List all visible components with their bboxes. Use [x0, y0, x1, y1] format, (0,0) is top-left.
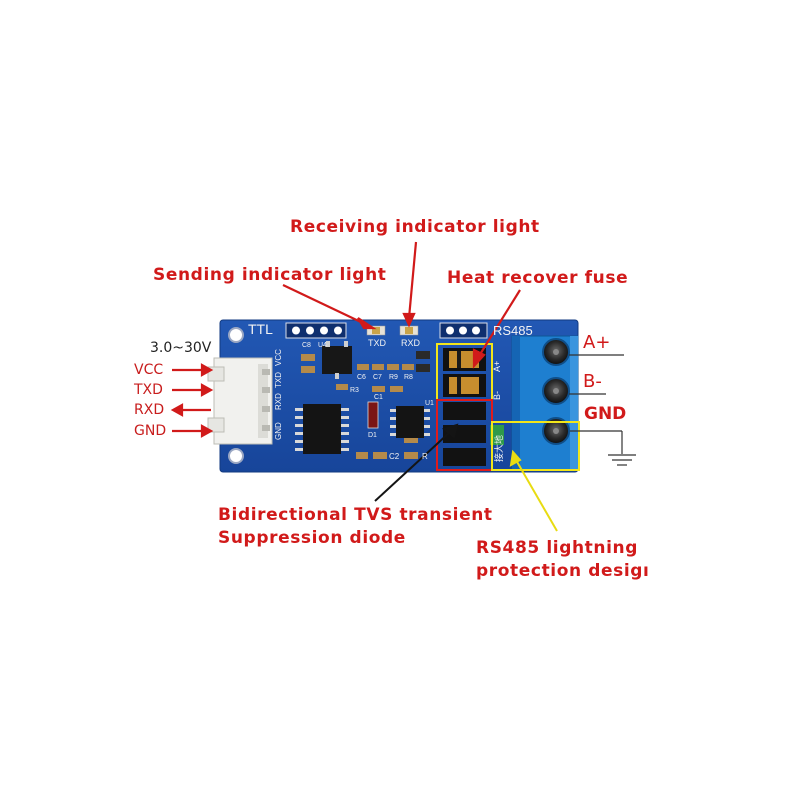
terminal-label-gnd: GND	[584, 404, 627, 424]
silk-r9: R9	[389, 374, 398, 381]
silk-r3: R3	[350, 387, 359, 394]
silk-conn-txd: TXD	[274, 372, 283, 388]
pin-label-vcc: VCC	[134, 362, 164, 378]
lightning-leader	[509, 449, 558, 532]
silk-r: R	[422, 452, 428, 461]
silk-u1: U1	[425, 400, 434, 407]
silk-earth: 接大地	[495, 434, 505, 462]
smd-row-top	[301, 351, 430, 459]
pin-label-gnd: GND	[134, 423, 167, 439]
mount-hole-tl	[228, 327, 244, 343]
callout-sending-indicator: Sending indicator light	[153, 265, 387, 285]
voltage-range-label: 3.0~30V	[150, 340, 212, 356]
regulator-u4	[322, 346, 352, 374]
callout-tvs-line2: Suppression diode	[218, 528, 406, 548]
silk-rxd: RXD	[401, 338, 421, 348]
silk-c6: C6	[357, 374, 366, 381]
silk-conn-gnd: GND	[274, 422, 283, 440]
terminal-wires	[569, 354, 624, 395]
lightning-highlight-box	[491, 421, 580, 471]
silk-ttl: TTL	[248, 321, 273, 337]
silk-c7: C7	[373, 374, 382, 381]
callout-heat-fuse: Heat recover fuse	[447, 268, 629, 288]
silk-txd: TXD	[368, 338, 386, 348]
terminal-label-b-minus: B-	[583, 371, 602, 392]
callout-tvs-line1: Bidirectional TVS transient	[218, 505, 493, 525]
callout-receiving-indicator: Receiving indicator light	[290, 217, 540, 237]
jst-connector	[207, 357, 273, 445]
mount-hole-bl	[228, 448, 244, 464]
pin-label-rxd: RXD	[134, 402, 165, 418]
tvs-diodes	[443, 402, 486, 466]
silk-c1: C1	[374, 394, 383, 401]
terminal-block	[511, 335, 579, 471]
diode-d1	[367, 401, 379, 429]
silk-c2: C2	[389, 452, 400, 461]
tvs-leader	[374, 423, 459, 502]
silk-b-minus: B-	[492, 391, 502, 400]
terminal-label-a-plus: A+	[583, 332, 611, 353]
main-ic	[295, 404, 349, 454]
silk-conn-rxd: RXD	[274, 393, 283, 410]
silk-u4: U4	[318, 342, 327, 349]
transceiver-u1	[390, 406, 430, 438]
callout-lightning-line2: protection desigı	[476, 561, 650, 581]
silk-r8: R8	[404, 374, 413, 381]
silk-a-plus: A+	[492, 360, 502, 372]
silk-rs485: RS485	[493, 323, 533, 338]
silk-c8: C8	[302, 342, 311, 349]
txd-led	[366, 325, 386, 336]
fuse-2	[443, 374, 486, 397]
silk-conn-vcc: VCC	[274, 349, 283, 366]
callout-lightning-line1: RS485 lightning	[476, 538, 638, 558]
gas-discharge-tube	[490, 425, 504, 445]
ttl-header	[285, 322, 347, 339]
pin-label-txd: TXD	[134, 382, 163, 398]
leader-lines	[170, 241, 521, 438]
silk-d1: D1	[368, 432, 377, 439]
ground-symbol	[570, 430, 636, 466]
